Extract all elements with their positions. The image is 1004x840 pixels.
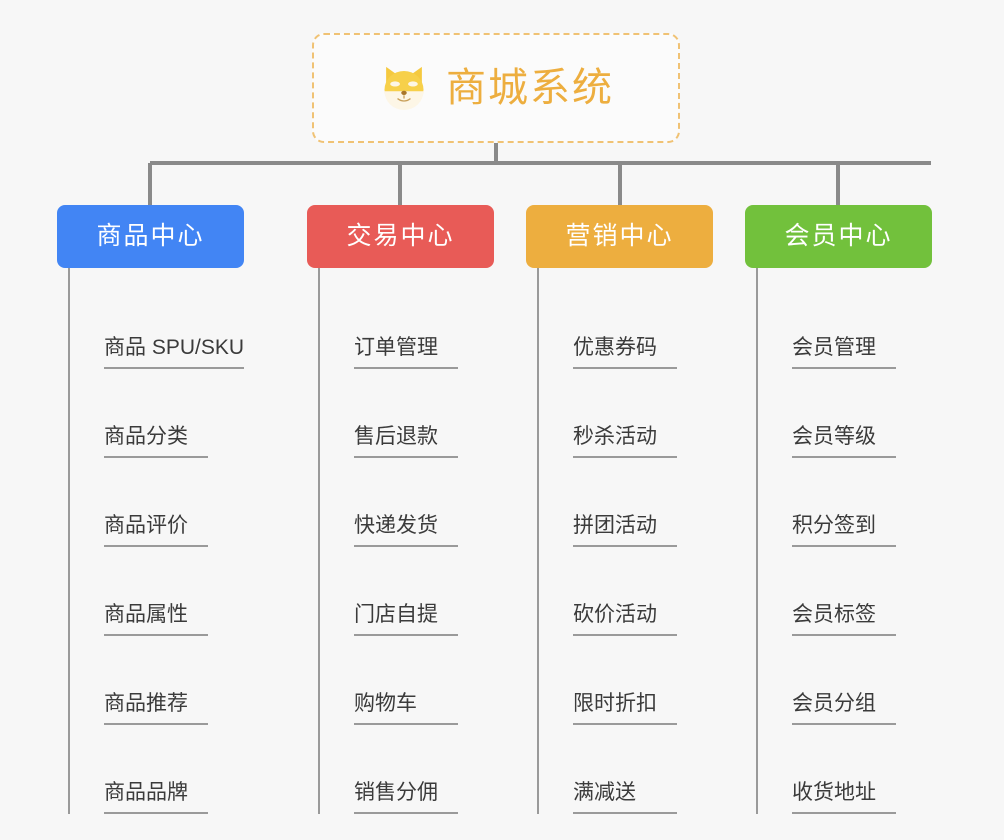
sub-item-label: 商品评价 (104, 515, 208, 547)
branch-column-1: 商品中心 商品 SPU/SKU 商品分类 商品评价 商品属性 商品推荐 (57, 205, 277, 814)
sub-item[interactable]: 积分签到 (758, 458, 965, 547)
sub-item-label: 门店自提 (354, 604, 458, 636)
sub-item[interactable]: 商品属性 (70, 547, 277, 636)
sub-item[interactable]: 限时折扣 (539, 636, 746, 725)
sub-item-label: 快递发货 (354, 515, 458, 547)
sub-item[interactable]: 满减送 (539, 725, 746, 814)
sub-item[interactable]: 砍价活动 (539, 547, 746, 636)
root-node-mall-system[interactable]: 商城系统 (312, 33, 680, 143)
sub-item-label: 会员分组 (792, 693, 896, 725)
sub-item-label: 商品分类 (104, 426, 208, 458)
sub-item[interactable]: 订单管理 (320, 280, 527, 369)
sub-item-list-3: 优惠券码 秒杀活动 拼团活动 砍价活动 限时折扣 满减送 (537, 268, 746, 814)
sub-item-label: 售后退款 (354, 426, 458, 458)
sub-item[interactable]: 商品 SPU/SKU (70, 280, 277, 369)
sub-item-label: 会员标签 (792, 604, 896, 636)
sub-item[interactable]: 收货地址 (758, 725, 965, 814)
sub-item-list-1: 商品 SPU/SKU 商品分类 商品评价 商品属性 商品推荐 商品品牌 (68, 268, 277, 814)
branch-column-4: 会员中心 会员管理 会员等级 积分签到 会员标签 会员分组 (745, 205, 965, 814)
sub-item[interactable]: 优惠券码 (539, 280, 746, 369)
category-box-marketing-center[interactable]: 营销中心 (526, 205, 713, 268)
sub-item-label: 秒杀活动 (573, 426, 677, 458)
category-box-member-center[interactable]: 会员中心 (745, 205, 932, 268)
sub-item-label: 砍价活动 (573, 604, 677, 636)
branch-column-2: 交易中心 订单管理 售后退款 快递发货 门店自提 购物车 (307, 205, 527, 814)
sub-item-label: 收货地址 (792, 782, 896, 814)
sub-item-label: 满减送 (573, 782, 677, 814)
sub-item-label: 商品品牌 (104, 782, 208, 814)
sub-item-label: 优惠券码 (573, 337, 677, 369)
sub-item[interactable]: 商品品牌 (70, 725, 277, 814)
sub-item[interactable]: 快递发货 (320, 458, 527, 547)
sub-item[interactable]: 售后退款 (320, 369, 527, 458)
sub-item[interactable]: 商品推荐 (70, 636, 277, 725)
sub-item[interactable]: 销售分佣 (320, 725, 527, 814)
sub-item[interactable]: 门店自提 (320, 547, 527, 636)
category-label: 营销中心 (565, 222, 674, 250)
branch-column-3: 营销中心 优惠券码 秒杀活动 拼团活动 砍价活动 限时折扣 (526, 205, 746, 814)
root-title: 商城系统 (446, 66, 614, 110)
sub-item[interactable]: 会员管理 (758, 280, 965, 369)
sub-item-label: 商品推荐 (104, 693, 208, 725)
category-label: 商品中心 (96, 222, 205, 250)
sub-item-list-2: 订单管理 售后退款 快递发货 门店自提 购物车 销售分佣 (318, 268, 527, 814)
sub-item[interactable]: 拼团活动 (539, 458, 746, 547)
sub-item-label: 购物车 (354, 693, 458, 725)
sub-item[interactable]: 会员标签 (758, 547, 965, 636)
sub-item[interactable]: 会员等级 (758, 369, 965, 458)
sub-item-label: 销售分佣 (354, 782, 458, 814)
sub-item[interactable]: 商品评价 (70, 458, 277, 547)
sub-item-label: 商品 SPU/SKU (104, 337, 245, 369)
sub-item[interactable]: 会员分组 (758, 636, 965, 725)
sub-item-label: 订单管理 (354, 337, 458, 369)
sub-item-label: 商品属性 (104, 604, 208, 636)
sub-item[interactable]: 秒杀活动 (539, 369, 746, 458)
category-label: 会员中心 (784, 222, 893, 250)
category-box-product-center[interactable]: 商品中心 (57, 205, 244, 268)
sub-item-label: 拼团活动 (573, 515, 677, 547)
sub-item[interactable]: 购物车 (320, 636, 527, 725)
category-label: 交易中心 (346, 222, 455, 250)
sub-item-list-4: 会员管理 会员等级 积分签到 会员标签 会员分组 收货地址 (756, 268, 965, 814)
category-box-trade-center[interactable]: 交易中心 (307, 205, 494, 268)
sub-item[interactable]: 商品分类 (70, 369, 277, 458)
sub-item-label: 积分签到 (792, 515, 896, 547)
sub-item-label: 会员管理 (792, 337, 896, 369)
sub-item-label: 限时折扣 (573, 693, 677, 725)
sub-item-label: 会员等级 (792, 426, 896, 458)
shiba-dog-face-icon (384, 66, 424, 110)
